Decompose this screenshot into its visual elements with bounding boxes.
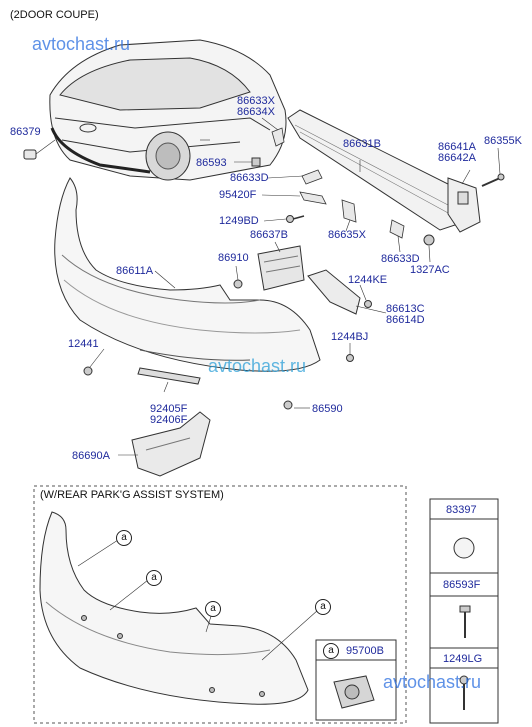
part-1249BD: 1249BD	[219, 215, 259, 227]
small-brackets	[271, 127, 405, 239]
part-86690A: 86690A	[72, 450, 110, 462]
screw-1249BD	[286, 215, 305, 223]
watermark-top: avtochast.ru	[32, 34, 131, 54]
bracket-86637B	[257, 245, 305, 291]
part-1244BJ: 1244BJ	[331, 331, 369, 343]
part-86635X: 86635X	[328, 229, 366, 241]
part-86614D: 86614D	[386, 314, 425, 326]
screw-1244KE	[364, 300, 372, 308]
park-assist-box	[33, 485, 407, 724]
car-rear-illustration	[49, 39, 287, 181]
sensor-leaders	[77, 539, 319, 661]
plug-83397-icon	[453, 537, 475, 559]
legend-86593F: 86593F	[443, 579, 481, 591]
clip-86379	[23, 139, 56, 160]
bracket-86641A	[447, 177, 481, 233]
leader-lines	[89, 117, 501, 456]
screw-1244BJ	[346, 354, 354, 362]
nut-1327AC	[423, 234, 435, 246]
part-86910: 86910	[218, 252, 249, 264]
part-92406F: 92406F	[150, 414, 188, 426]
callout-a-2: a	[146, 570, 162, 586]
part-86633X: 86633X	[237, 95, 275, 107]
callout-a-4: a	[315, 599, 331, 615]
part-86613C: 86613C	[386, 303, 425, 315]
bumper-cover-86611A	[54, 177, 321, 372]
part-12441: 12441	[68, 338, 99, 350]
nut-86590	[283, 400, 293, 410]
part-86633D-b: 86633D	[381, 253, 420, 265]
legend-1249LG: 1249LG	[443, 653, 483, 665]
part-86634X: 86634X	[237, 106, 275, 118]
part-86590: 86590	[312, 403, 343, 415]
part-86379: 86379	[10, 126, 41, 138]
part-95420F: 95420F	[219, 189, 257, 201]
bolt-86355K	[481, 173, 505, 187]
part-86637B: 86637B	[250, 229, 288, 241]
callout-a-3: a	[205, 601, 221, 617]
part-86611A: 86611A	[116, 265, 154, 277]
bracket-86613C	[307, 269, 361, 315]
part-86631B: 86631B	[343, 138, 381, 150]
part-86633D-a: 86633D	[230, 172, 269, 184]
bumper-cover-park-assist	[39, 511, 309, 705]
part-95700B: 95700B	[346, 645, 384, 657]
undercover-86690A	[131, 411, 211, 477]
screw-12441	[83, 366, 93, 376]
watermark-bottom: avtochast.ru	[383, 672, 482, 692]
inset-callout-a: a	[323, 643, 339, 659]
variant-label: (2DOOR COUPE)	[10, 9, 99, 21]
sensor-95700B	[333, 675, 375, 709]
watermark-middle: avtochast.ru	[208, 356, 307, 376]
part-86355K: 86355K	[484, 135, 522, 147]
part-86642A: 86642A	[438, 152, 476, 164]
park-assist-box-title: (W/REAR PARK'G ASSIST SYSTEM)	[40, 489, 224, 501]
reflector-92405F	[137, 367, 201, 385]
part-1327AC: 1327AC	[410, 264, 450, 276]
callout-a-1: a	[116, 530, 132, 546]
part-1244KE: 1244KE	[348, 274, 388, 286]
screw-1249LG-icon	[459, 675, 469, 710]
bolt-86910	[233, 279, 243, 289]
legend-83397: 83397	[446, 504, 477, 516]
clip-86593	[251, 157, 261, 167]
part-86641A: 86641A	[438, 141, 476, 153]
part-92405F: 92405F	[150, 403, 188, 415]
legend-table	[429, 498, 499, 724]
bolt-86593F-icon	[459, 605, 471, 638]
bumper-beam-86631B	[287, 109, 463, 231]
part-86593: 86593	[196, 157, 227, 169]
